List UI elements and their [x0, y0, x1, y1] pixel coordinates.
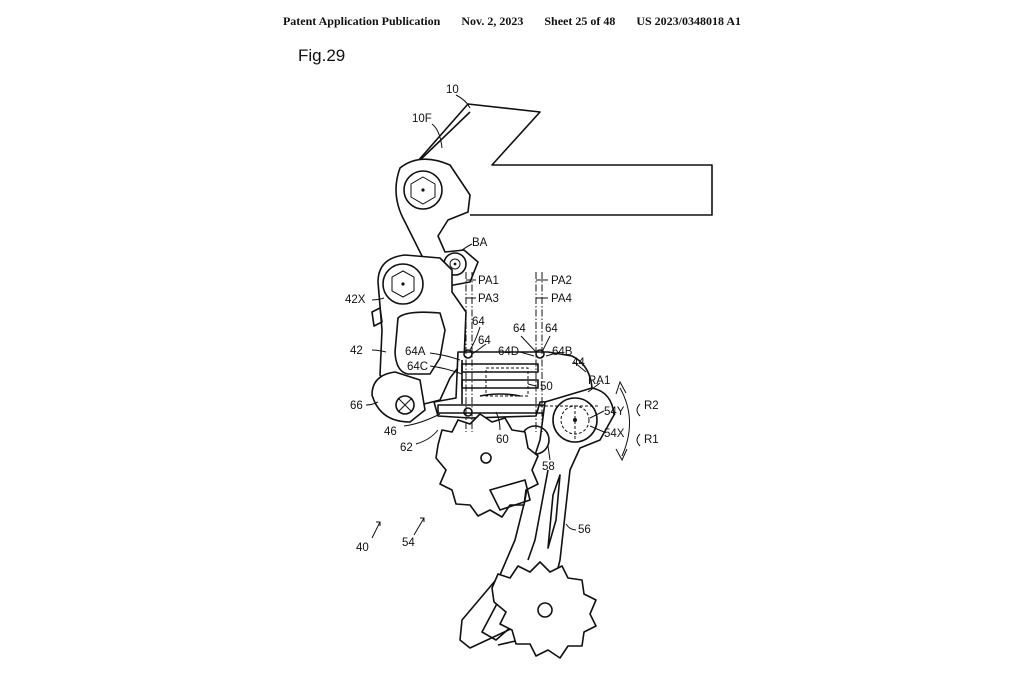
- frame-end-hanger: [395, 158, 479, 287]
- label-42X: 42X: [345, 294, 366, 306]
- upper-sprocket: [435, 413, 539, 518]
- label-64A: 64A: [405, 346, 426, 358]
- reference-labels: 10 10F BA PA1 PA3 PA2 PA4 42X 42 64 64 6…: [345, 84, 659, 554]
- label-54: 54: [402, 537, 415, 549]
- label-50: 50: [540, 381, 553, 393]
- adjuster-element: [371, 371, 426, 423]
- label-PA3: PA3: [478, 293, 499, 305]
- label-66: 66: [350, 400, 363, 412]
- label-54Y: 54Y: [604, 406, 625, 418]
- label-PA2: PA2: [551, 275, 572, 287]
- label-R2: R2: [644, 400, 659, 412]
- label-46: 46: [384, 426, 397, 438]
- label-64-c: 64: [513, 323, 526, 335]
- label-R1: R1: [644, 434, 659, 446]
- label-64-d: 64: [545, 323, 558, 335]
- label-RA1: RA1: [588, 375, 610, 387]
- publication-date: Nov. 2, 2023: [461, 14, 524, 28]
- guide-pulley: [491, 561, 597, 659]
- label-54X: 54X: [604, 428, 625, 440]
- label-62: 62: [400, 442, 413, 454]
- label-64D: 64D: [498, 346, 519, 358]
- publication-type: Patent Application Publication: [282, 14, 441, 28]
- label-10: 10: [446, 84, 459, 96]
- figure-title: Fig.29: [298, 46, 346, 65]
- label-40: 40: [356, 542, 369, 554]
- label-42: 42: [350, 345, 363, 357]
- label-64B: 64B: [552, 346, 573, 358]
- label-64C: 64C: [407, 361, 428, 373]
- rotation-arrows: [540, 380, 631, 462]
- label-PA1: PA1: [478, 275, 499, 287]
- leader-lines: [365, 94, 641, 539]
- label-58: 58: [542, 461, 555, 473]
- label-BA: BA: [472, 237, 488, 249]
- base-member: [371, 254, 467, 406]
- label-64-b: 64: [478, 335, 491, 347]
- patent-number: US 2023/0348018 A1: [636, 14, 742, 28]
- label-56: 56: [578, 524, 591, 536]
- label-PA4: PA4: [551, 293, 572, 305]
- sheet-number: Sheet 25 of 48: [544, 14, 616, 28]
- label-60: 60: [496, 434, 509, 446]
- label-10F: 10F: [412, 113, 432, 125]
- label-44: 44: [572, 357, 585, 369]
- patent-header: Patent Application Publication Nov. 2, 2…: [0, 14, 1024, 29]
- label-64-a: 64: [472, 316, 485, 328]
